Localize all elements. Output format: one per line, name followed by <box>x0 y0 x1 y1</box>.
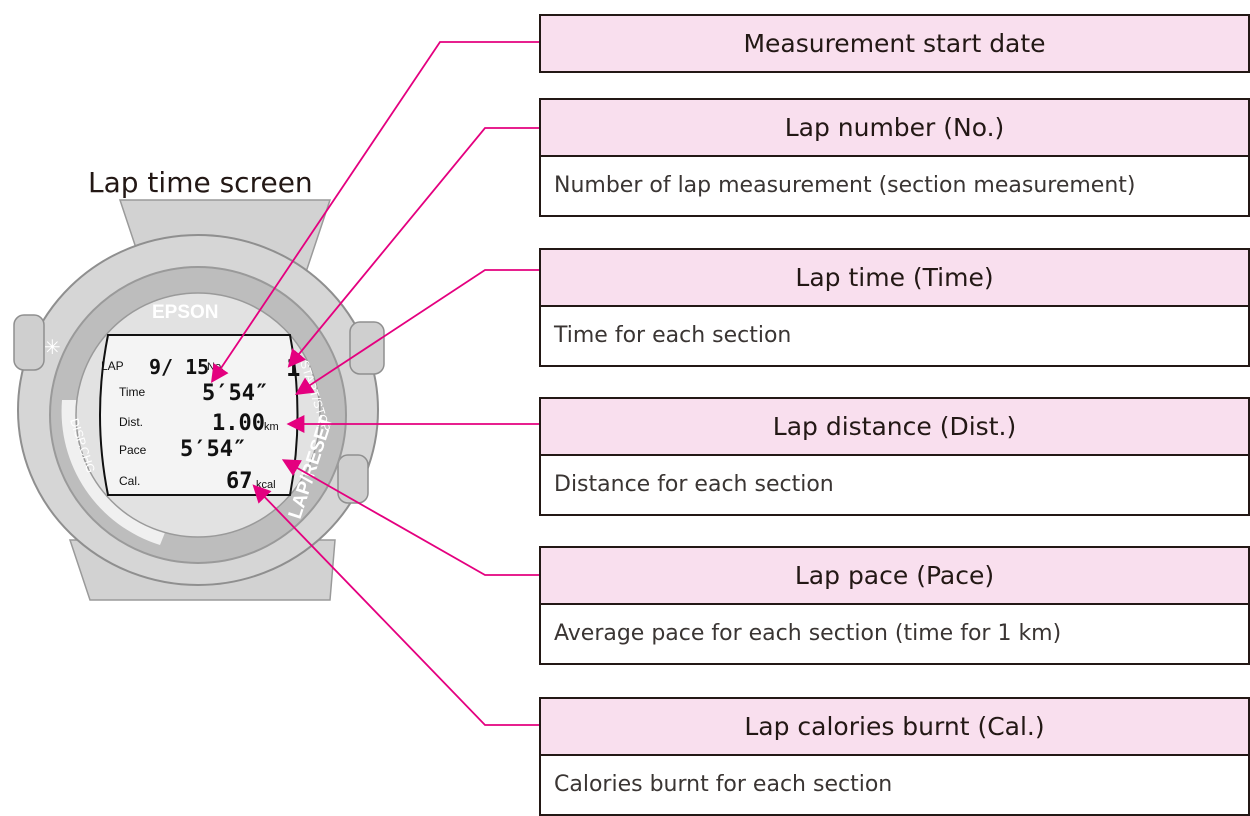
callout-description: Average pace for each section (time for … <box>541 603 1248 663</box>
callout-title: Lap pace (Pace) <box>541 548 1248 603</box>
lcd-time-label: Time <box>119 385 146 399</box>
callout-title: Lap time (Time) <box>541 250 1248 305</box>
lcd-no-value: 1 <box>286 354 300 382</box>
callout-title: Lap distance (Dist.) <box>541 399 1248 454</box>
callout-description: Time for each section <box>541 305 1248 365</box>
lcd-dist-unit: km <box>264 421 279 433</box>
callout-title: Lap calories burnt (Cal.) <box>541 699 1248 754</box>
light-icon: ✳ <box>44 335 61 359</box>
callout-box-lap-distance: Lap distance (Dist.) Distance for each s… <box>539 397 1250 516</box>
watch-illustration: EPSON ✳ START/STOP LAP/RESET DISP.CHG LA… <box>13 199 385 601</box>
lcd-time-value: 5′54″ <box>202 381 268 406</box>
lcd-cal-unit: kcal <box>256 479 276 491</box>
lcd-dist-value: 1.00 <box>212 411 265 436</box>
lcd-dist-label: Dist. <box>119 415 143 429</box>
side-button-right-bottom <box>337 454 369 504</box>
lcd-date-value: 9/ 15 <box>149 355 209 379</box>
callout-box-lap-time: Lap time (Time) Time for each section <box>539 248 1250 367</box>
lcd-pace-label: Pace <box>119 443 147 457</box>
callout-title: Lap number (No.) <box>541 100 1248 155</box>
callout-title: Measurement start date <box>541 16 1248 71</box>
callout-box-lap-pace: Lap pace (Pace) Average pace for each se… <box>539 546 1250 665</box>
side-button-right-top <box>349 321 385 375</box>
lcd-no-label: No. <box>207 361 224 373</box>
lcd-lap-label: LAP <box>101 359 124 373</box>
callout-description: Calories burnt for each section <box>541 754 1248 814</box>
callout-description: Distance for each section <box>541 454 1248 514</box>
lcd-pace-value: 5′54″ <box>180 437 246 462</box>
callout-box-measurement-start-date: Measurement start date <box>539 14 1250 73</box>
callout-box-lap-number: Lap number (No.) Number of lap measureme… <box>539 98 1250 217</box>
lcd-cal-value: 67 <box>226 469 253 494</box>
brand-label: EPSON <box>152 302 219 323</box>
lcd-cal-label: Cal. <box>119 474 140 488</box>
callout-box-lap-calories: Lap calories burnt (Cal.) Calories burnt… <box>539 697 1250 816</box>
side-button-left <box>13 314 45 371</box>
callout-description: Number of lap measurement (section measu… <box>541 155 1248 215</box>
